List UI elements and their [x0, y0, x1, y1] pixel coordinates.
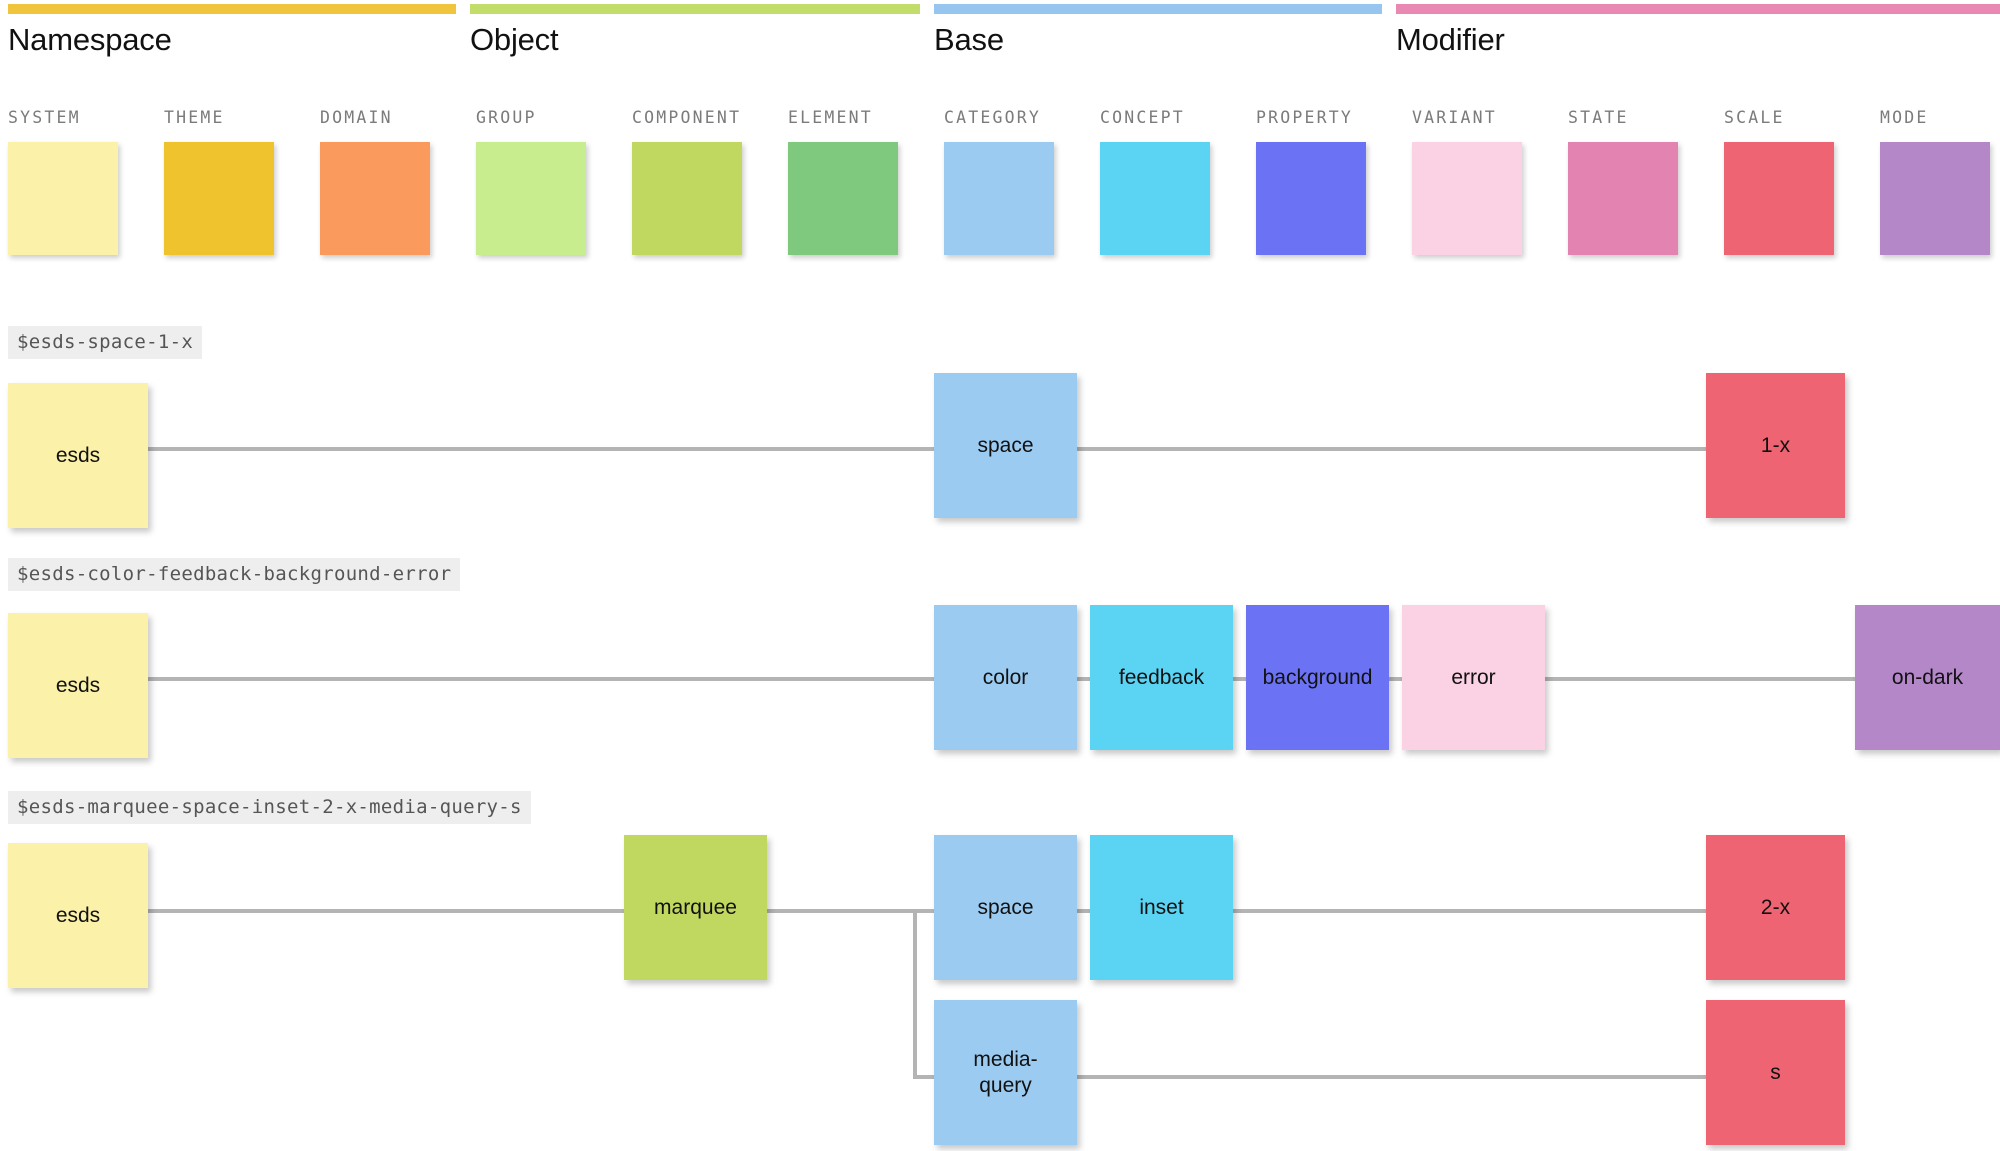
legend-label-element: ELEMENT [788, 108, 873, 127]
token-node-2-x[interactable]: 2-x [1706, 835, 1845, 980]
token-node-label: 2-x [1760, 895, 1791, 919]
group-band-namespace [8, 4, 456, 14]
group-title-modifier: Modifier [1396, 22, 1505, 57]
legend-swatch-mode [1880, 142, 1990, 255]
token-node-label: esds [55, 443, 101, 467]
group-band-object [470, 4, 920, 14]
group-title-namespace: Namespace [8, 22, 172, 57]
legend-label-system: SYSTEM [8, 108, 81, 127]
token-node-label: on-dark [1891, 665, 1964, 689]
token-node-label: s [1770, 1060, 1781, 1084]
token-name-chip: $esds-color-feedback-background-error [8, 558, 461, 591]
token-node-label: background [1262, 665, 1373, 689]
connector-line [1387, 677, 1404, 681]
connector-line [913, 1075, 937, 1079]
legend-label-mode: MODE [1880, 108, 1929, 127]
legend-swatch-property [1256, 142, 1366, 255]
group-band-base [934, 4, 1382, 14]
legend-swatch-component [632, 142, 742, 255]
token-node-label: 1-x [1760, 433, 1791, 457]
token-node-space[interactable]: space [934, 373, 1077, 518]
legend-swatch-element [788, 142, 898, 255]
connector-line [1075, 909, 1092, 913]
token-node-media-query[interactable]: media- query [934, 1000, 1077, 1145]
legend-label-variant: VARIANT [1412, 108, 1497, 127]
connector-line [1543, 677, 1857, 681]
legend-label-state: STATE [1568, 108, 1629, 127]
token-node-label: color [982, 665, 1029, 689]
connector-line [765, 909, 937, 913]
token-node-esds[interactable]: esds [8, 383, 148, 528]
connector-line [1075, 447, 1708, 451]
connector-line [1231, 677, 1248, 681]
legend-swatch-state [1568, 142, 1678, 255]
legend-label-scale: SCALE [1724, 108, 1785, 127]
connector-line [1231, 909, 1708, 913]
legend-swatch-group [476, 142, 586, 255]
token-name-chip: $esds-space-1-x [8, 326, 203, 359]
token-node-label: space [977, 433, 1034, 457]
token-node-label: esds [55, 903, 101, 927]
connector-line [146, 677, 936, 681]
token-node-inset[interactable]: inset [1090, 835, 1233, 980]
token-node-label: esds [55, 673, 101, 697]
token-node-background[interactable]: background [1246, 605, 1389, 750]
token-node-s[interactable]: s [1706, 1000, 1845, 1145]
token-node-label: media- query [973, 1047, 1038, 1097]
legend-swatch-system [8, 142, 118, 255]
legend-swatch-category [944, 142, 1054, 255]
token-node-esds[interactable]: esds [8, 843, 148, 988]
legend-label-group: GROUP [476, 108, 537, 127]
legend-label-domain: DOMAIN [320, 108, 393, 127]
token-name-chip: $esds-marquee-space-inset-2-x-media-quer… [8, 791, 531, 824]
token-node-label: marquee [654, 895, 737, 919]
token-node-feedback[interactable]: feedback [1090, 605, 1233, 750]
group-band-modifier [1396, 4, 2000, 14]
token-node-esds[interactable]: esds [8, 613, 148, 758]
token-node-error[interactable]: error [1402, 605, 1545, 750]
group-title-base: Base [934, 22, 1004, 57]
connector-line [1075, 1075, 1708, 1079]
token-node-1-x[interactable]: 1-x [1706, 373, 1845, 518]
legend-swatch-concept [1100, 142, 1210, 255]
legend-label-theme: THEME [164, 108, 225, 127]
token-node-space[interactable]: space [934, 835, 1077, 980]
legend-swatch-scale [1724, 142, 1834, 255]
token-node-label: space [977, 895, 1034, 919]
legend-swatch-domain [320, 142, 430, 255]
token-node-color[interactable]: color [934, 605, 1077, 750]
token-node-label: feedback [1118, 665, 1205, 689]
legend-label-property: PROPERTY [1256, 108, 1354, 127]
legend-label-component: COMPONENT [632, 108, 742, 127]
legend-swatch-variant [1412, 142, 1522, 255]
connector-line [146, 909, 626, 913]
token-node-marquee[interactable]: marquee [624, 835, 767, 980]
connector-line [913, 909, 917, 1079]
token-node-label: error [1451, 665, 1496, 689]
token-node-on-dark[interactable]: on-dark [1855, 605, 2000, 750]
legend-swatch-theme [164, 142, 274, 255]
connector-line [146, 447, 936, 451]
group-title-object: Object [470, 22, 559, 57]
connector-line [1075, 677, 1092, 681]
group-band-strip [0, 0, 2000, 14]
token-node-label: inset [1139, 895, 1184, 919]
legend-label-concept: CONCEPT [1100, 108, 1185, 127]
column-legend: SYSTEM THEME DOMAIN GROUP COMPONENT ELEMENT CA… [0, 0, 2000, 300]
legend-label-category: CATEGORY [944, 108, 1042, 127]
